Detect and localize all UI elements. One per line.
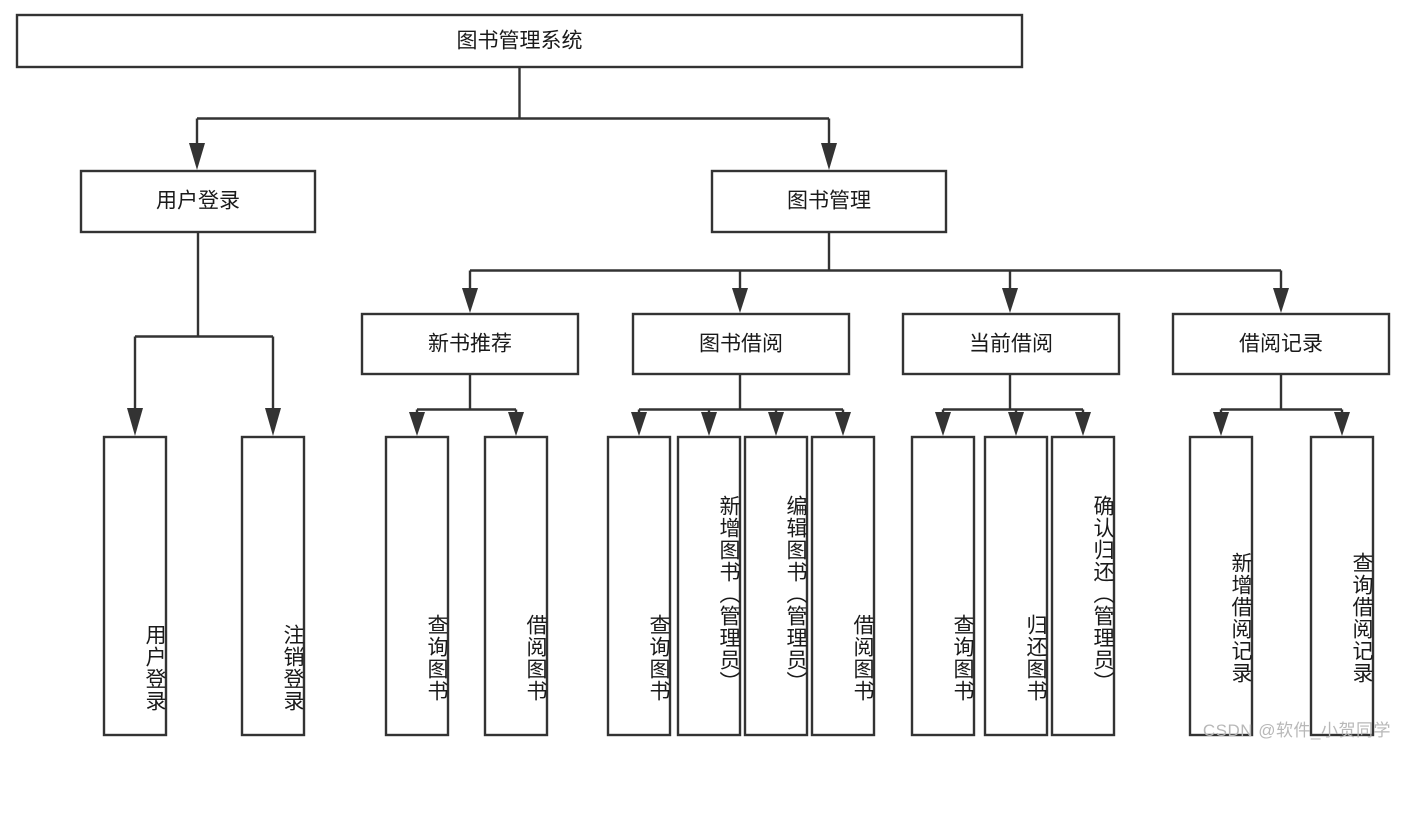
node-box-leaf-add-borrow-record[interactable]	[1188, 435, 1254, 737]
node-box-leaf-borrow-book-1[interactable]	[483, 435, 549, 737]
arrowhead-book-borrow	[732, 288, 748, 313]
node-box-leaf-confirm-return-admin[interactable]	[1050, 435, 1116, 737]
connectors-layer	[127, 67, 1350, 436]
arrowhead-leaf-borrow-book-2	[835, 412, 851, 436]
boxes-layer: 图书管理系统 用户登录 图书管理 新书推荐 图书借阅 当前借阅 借阅记录	[15, 13, 1391, 737]
node-box-leaf-query-book-3[interactable]	[910, 435, 976, 737]
node-label-book-manage: 图书管理	[787, 190, 871, 213]
watermark-text: CSDN @软件_小贺同学	[1202, 721, 1391, 740]
node-box-leaf-edit-book-admin[interactable]	[743, 435, 809, 737]
node-label-new-book-recommend: 新书推荐	[428, 333, 512, 356]
diagram-canvas: 图书管理系统 用户登录 图书管理 新书推荐 图书借阅 当前借阅 借阅记录	[15, 13, 1391, 740]
node-box-new-book-recommend[interactable]	[360, 312, 580, 376]
node-box-borrow-record[interactable]	[1171, 312, 1391, 376]
arrowhead-leaf-confirm-return-admin	[1075, 412, 1091, 436]
arrowhead-leaf-return-book	[1008, 412, 1024, 436]
node-box-leaf-return-book[interactable]	[983, 435, 1049, 737]
arrowhead-borrow-record	[1273, 288, 1289, 313]
node-box-leaf-query-borrow-record[interactable]	[1309, 435, 1375, 737]
node-box-leaf-logout-login[interactable]	[240, 435, 306, 737]
node-label-user-login: 用户登录	[156, 190, 240, 213]
node-box-root[interactable]	[15, 13, 1024, 69]
arrowhead-book-manage	[821, 143, 837, 170]
node-box-leaf-query-book-1[interactable]	[384, 435, 450, 737]
arrowhead-user-login	[189, 143, 205, 170]
arrowhead-leaf-user-login	[127, 408, 143, 436]
arrowhead-current-borrow	[1002, 288, 1018, 313]
arrowhead-new-book-recommend	[462, 288, 478, 313]
arrowhead-leaf-query-book-3	[935, 412, 951, 436]
node-box-leaf-query-book-2[interactable]	[606, 435, 672, 737]
arrowhead-leaf-query-borrow-record	[1334, 412, 1350, 436]
arrowhead-leaf-add-book-admin	[701, 412, 717, 436]
node-box-book-borrow[interactable]	[631, 312, 851, 376]
arrowhead-leaf-add-borrow-record	[1213, 412, 1229, 436]
node-label-current-borrow: 当前借阅	[969, 333, 1053, 356]
node-box-leaf-add-book-admin[interactable]	[676, 435, 742, 737]
tree-diagram-svg: 图书管理系统 用户登录 图书管理 新书推荐 图书借阅 当前借阅 借阅记录	[15, 13, 1391, 737]
node-box-leaf-user-login[interactable]	[102, 435, 168, 737]
node-label-root: 图书管理系统	[457, 30, 583, 53]
arrowhead-leaf-edit-book-admin	[768, 412, 784, 436]
node-label-book-borrow: 图书借阅	[699, 333, 783, 356]
node-box-current-borrow[interactable]	[901, 312, 1121, 376]
arrowhead-leaf-borrow-book-1	[508, 412, 524, 436]
arrowhead-leaf-logout-login	[265, 408, 281, 436]
arrowhead-leaf-query-book-1	[409, 412, 425, 436]
arrowhead-leaf-query-book-2	[631, 412, 647, 436]
node-box-leaf-borrow-book-2[interactable]	[810, 435, 876, 737]
node-box-user-login[interactable]	[79, 169, 317, 234]
node-label-borrow-record: 借阅记录	[1239, 333, 1323, 356]
node-box-book-manage[interactable]	[710, 169, 948, 234]
